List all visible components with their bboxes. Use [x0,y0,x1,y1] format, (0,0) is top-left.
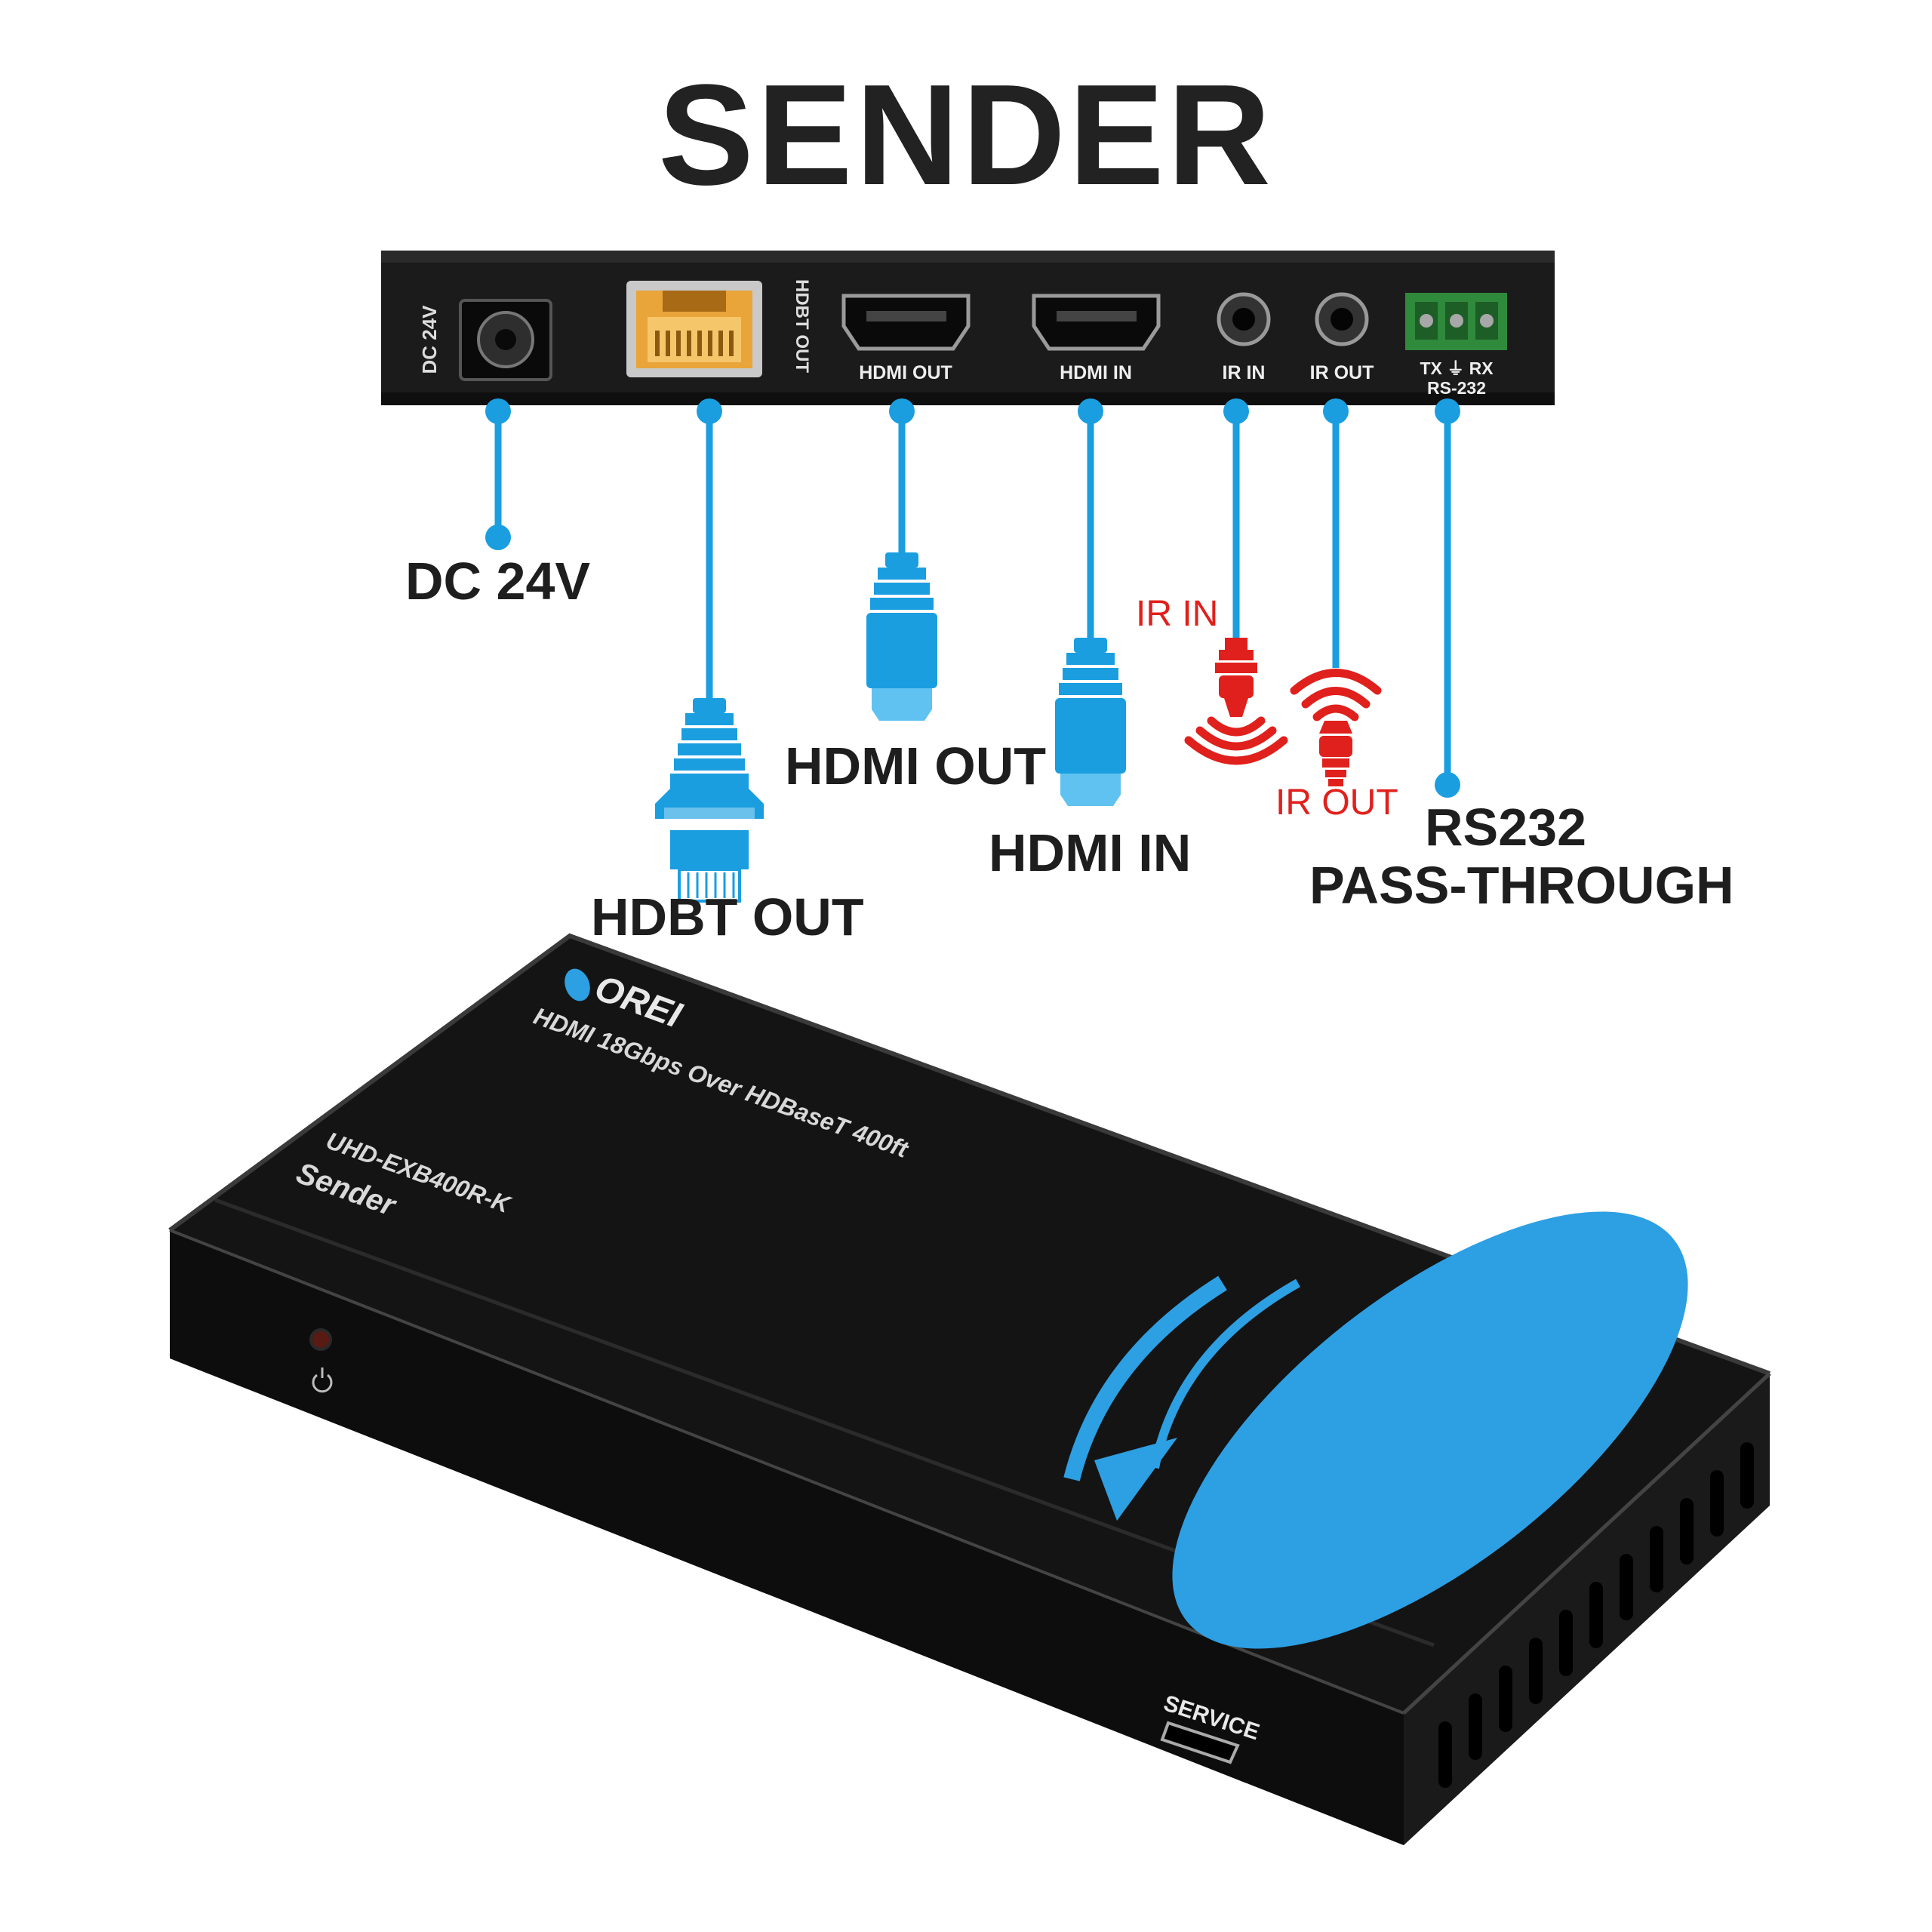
micro-usb-service-port [1160,1721,1240,1764]
ir-out-jack [1315,292,1369,346]
hdmi-out-cable-icon [866,552,937,721]
hdmi-in-port [1032,294,1161,351]
leader-lines [494,411,1451,785]
panel-label-rs232: RS-232 [1427,378,1486,398]
ethernet-cable-icon [655,698,764,903]
rs232-terminal [1405,293,1507,350]
callout-ir-in: IR IN [1136,594,1219,634]
callout-dc: DC 24V [405,552,591,611]
sender-device [168,933,1771,1845]
ir-receiver-icon [1184,638,1288,765]
hdmi-in-cable-icon [1055,638,1126,806]
panel-label-dc: DC 24V [418,305,441,374]
panel-label-hdbt: HDBT OUT [792,279,812,373]
panel-label-ir-out: IR OUT [1310,362,1374,383]
power-led [309,1328,332,1351]
page-title: SENDER [658,55,1274,215]
panel-label-ir-in: IR IN [1223,362,1266,383]
ir-emitter-icon [1290,669,1382,786]
panel-label-rs232-pins: TX ⏚ RX [1420,358,1494,378]
callout-ir-out: IR OUT [1275,783,1398,823]
power-icon [312,1367,333,1393]
callout-hdmi-in: HDMI IN [989,823,1192,882]
leader-dots [485,398,1460,798]
callout-rs232-line1: RS232 [1424,798,1587,857]
dc-jack [459,299,552,381]
callout-rs232: RS232 PASS-THROUGH [1309,798,1734,915]
callout-hdmi-out: HDMI OUT [785,737,1047,795]
hdmi-out-port [841,294,971,351]
panel-label-hdmi-in: HDMI IN [1060,362,1132,383]
callout-hdbt-out: HDBT OUT [591,888,864,946]
callout-rs232-line2: PASS-THROUGH [1309,856,1734,915]
hdbt-port [626,281,762,377]
ir-in-jack [1217,292,1271,346]
panel-label-hdmi-out: HDMI OUT [859,362,952,383]
